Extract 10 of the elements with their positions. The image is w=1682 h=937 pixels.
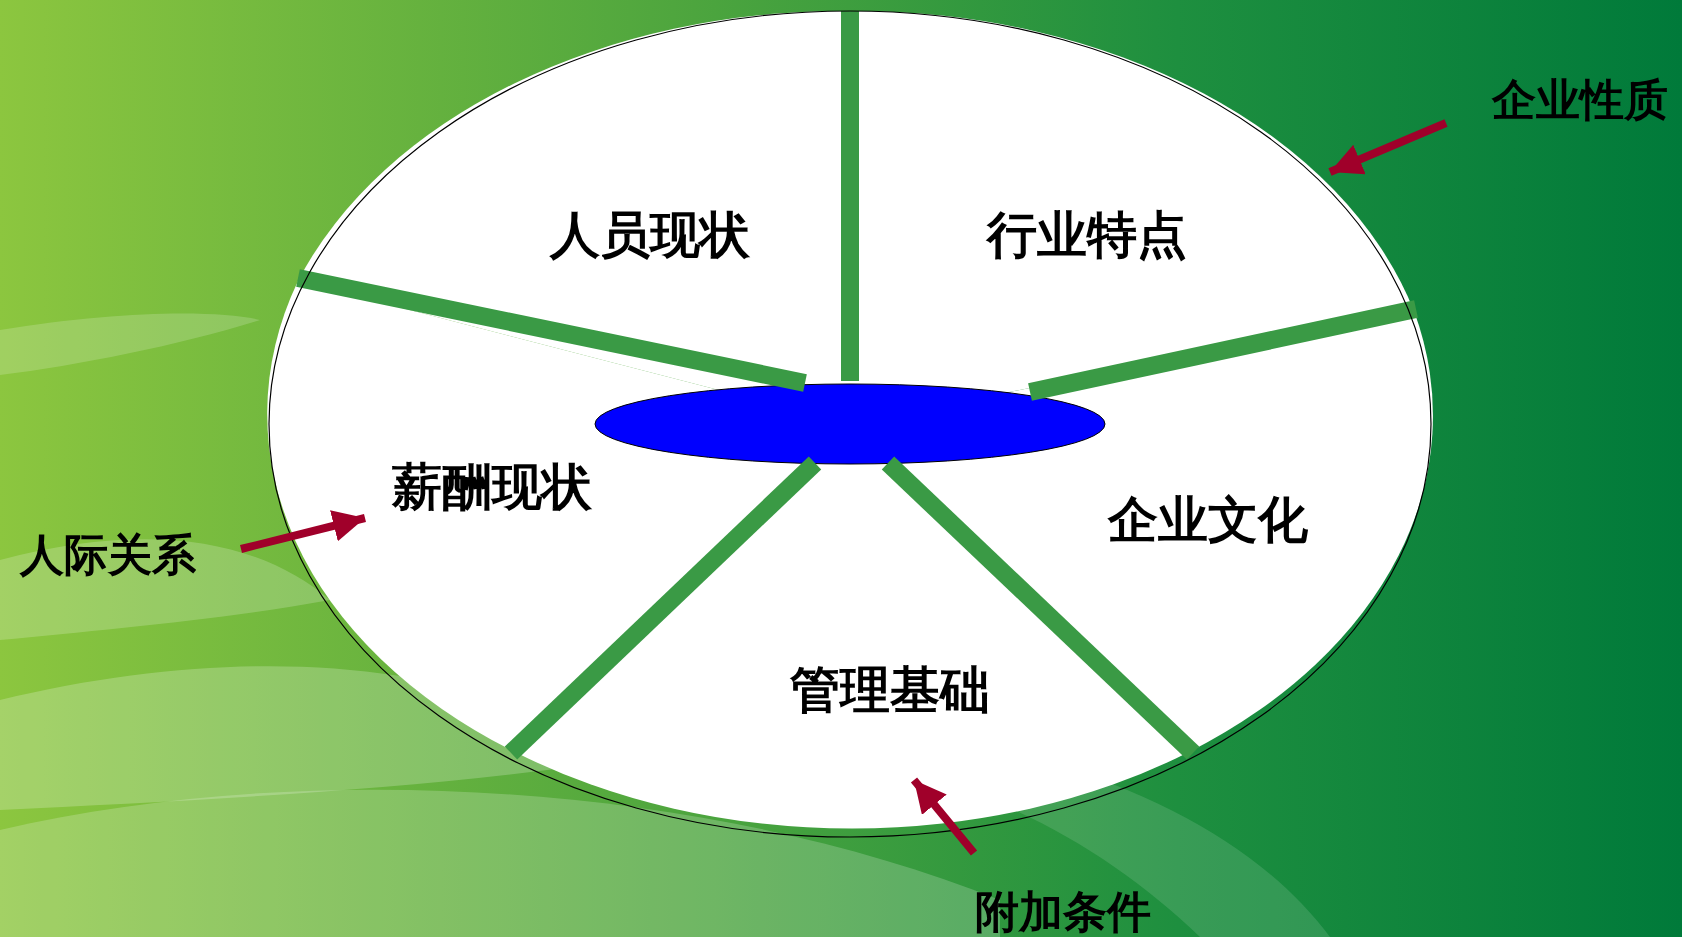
arrow — [240, 510, 366, 553]
slice-label: 薪酬现状 — [392, 462, 592, 512]
arrow — [1328, 119, 1448, 176]
slice-label: 行业特点 — [987, 210, 1187, 260]
callout-label: 人际关系 — [20, 533, 196, 577]
callout-label: 附加条件 — [975, 890, 1151, 934]
callout-label: 企业性质 — [1492, 78, 1668, 122]
slice-label: 管理基础 — [790, 665, 990, 715]
slice-label: 企业文化 — [1108, 495, 1308, 545]
slice-label: 人员现状 — [550, 210, 750, 260]
